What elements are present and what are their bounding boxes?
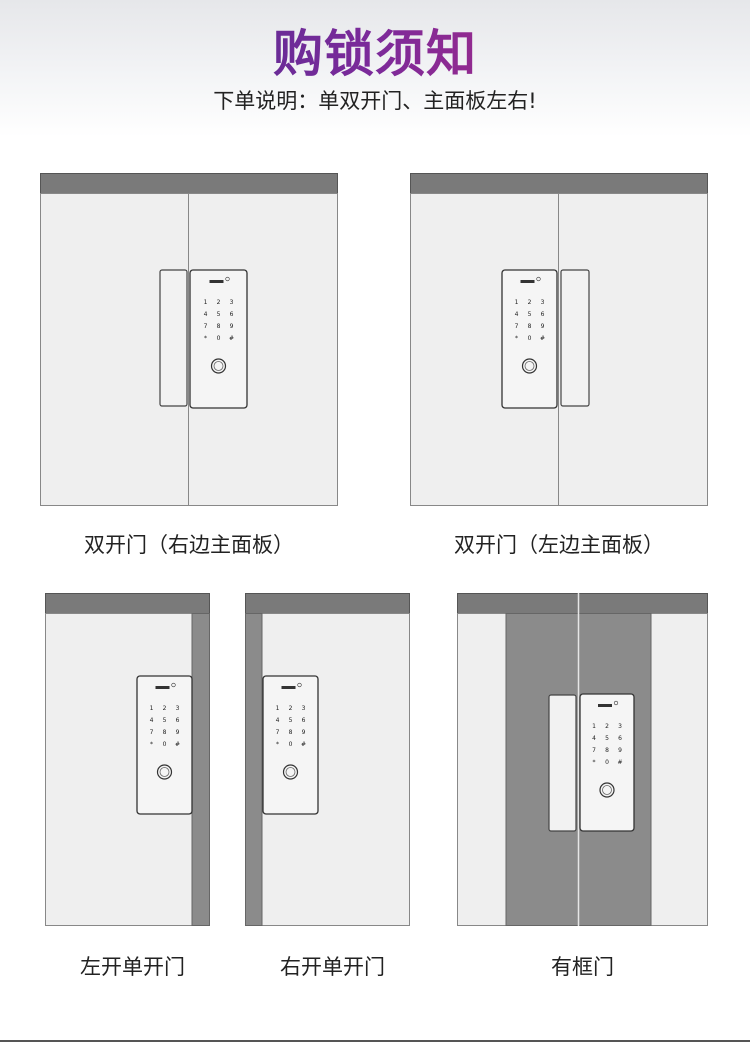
fingerprint-icon	[602, 785, 612, 795]
page-title: 购锁须知	[0, 24, 750, 84]
lock-panel: 1 2 3 4 5 6 7 8 9 * 0 #	[136, 675, 193, 815]
keypad-key: 4	[276, 717, 280, 724]
caption-single-left: 左开单开门	[80, 955, 185, 979]
keypad-key: 4	[515, 311, 519, 318]
keypad-key: 7	[515, 323, 519, 330]
keypad-key: 0	[289, 741, 293, 748]
keypad-key: 8	[605, 747, 609, 754]
wifi-icon	[297, 682, 302, 688]
keypad-key: 0	[528, 335, 532, 342]
keypad-key: 2	[605, 723, 609, 730]
keypad-key: 5	[217, 311, 221, 318]
keypad-key: 9	[176, 729, 180, 736]
keypad-key: 5	[605, 735, 609, 742]
keypad-key: 7	[592, 747, 596, 754]
keypad-key: *	[150, 741, 153, 748]
keypad-key: *	[276, 741, 279, 748]
keypad-key: 6	[541, 311, 545, 318]
bottom-divider	[0, 1040, 750, 1042]
keypad-key: 7	[150, 729, 154, 736]
caption-single-right: 右开单开门	[280, 955, 385, 979]
keypad-key: 6	[302, 717, 306, 724]
fingerprint-icon	[524, 361, 535, 371]
keypad-key: 1	[150, 705, 154, 712]
keypad-key: 0	[217, 335, 221, 342]
keypad-key: 8	[163, 729, 167, 736]
keypad-key: 1	[592, 723, 596, 730]
lock-panel: 1 2 3 4 5 6 7 8 9 * 0 #	[579, 693, 635, 832]
fingerprint-icon	[213, 361, 224, 371]
keypad-key: #	[175, 741, 180, 748]
keypad-key: 2	[217, 299, 221, 306]
keypad-key: 9	[541, 323, 545, 330]
wifi-icon	[536, 276, 541, 282]
keypad-key: #	[540, 335, 545, 342]
keypad-key: 7	[204, 323, 208, 330]
wifi-icon	[613, 700, 619, 706]
keypad-key: 5	[163, 717, 167, 724]
keypad-key: 0	[163, 741, 167, 748]
keypad-key: 9	[302, 729, 306, 736]
fingerprint-icon	[285, 767, 296, 777]
keypad-key: #	[301, 741, 306, 748]
keypad-key: 2	[289, 705, 293, 712]
keypad-key: #	[229, 335, 234, 342]
keypad-key: 6	[618, 735, 622, 742]
diagram-framed: 1 2 3 4 5 6 7 8 9 * 0 #	[457, 593, 708, 926]
fingerprint-sensor	[521, 358, 538, 374]
keypad-key: 5	[289, 717, 293, 724]
lock-panel: 1 2 3 4 5 6 7 8 9 * 0 #	[189, 269, 248, 409]
fingerprint-sensor	[599, 782, 615, 798]
keypad-key: 6	[176, 717, 180, 724]
keypad-key: 9	[230, 323, 234, 330]
keypad-key: 4	[592, 735, 596, 742]
page-subtitle: 下单说明：单双开门、主面板左右!	[213, 89, 537, 113]
brand-logo	[598, 704, 612, 707]
diagram-single-right: 1 2 3 4 5 6 7 8 9 * 0 #	[245, 593, 410, 926]
keypad-key: 3	[541, 299, 545, 306]
fingerprint-sensor	[282, 764, 299, 780]
keypad-key: 3	[230, 299, 234, 306]
keypad-key: 6	[230, 311, 234, 318]
brand-logo	[209, 280, 224, 283]
keypad-key: 9	[618, 747, 622, 754]
brand-logo	[281, 686, 296, 689]
diagram-double-left: 1 2 3 4 5 6 7 8 9 * 0 #	[410, 173, 708, 506]
keypad-key: 3	[302, 705, 306, 712]
lock-panel: 1 2 3 4 5 6 7 8 9 * 0 #	[262, 675, 319, 815]
keypad-key: 4	[150, 717, 154, 724]
fingerprint-icon	[159, 767, 170, 777]
wifi-icon	[225, 276, 230, 282]
keypad-key: 3	[176, 705, 180, 712]
fingerprint-sensor	[210, 358, 227, 374]
diagram-single-left: 1 2 3 4 5 6 7 8 9 * 0 #	[45, 593, 210, 926]
keypad-key: 4	[204, 311, 208, 318]
keypad-key: 0	[605, 759, 609, 766]
keypad-key: 5	[528, 311, 532, 318]
keypad-key: 1	[515, 299, 519, 306]
keypad-key: 1	[204, 299, 208, 306]
keypad-key: 8	[217, 323, 221, 330]
lock-panel: 1 2 3 4 5 6 7 8 9 * 0 #	[501, 269, 558, 409]
diagram-double-right: 1 2 3 4 5 6 7 8 9 * 0 #	[40, 173, 338, 506]
keypad-key: *	[204, 335, 207, 342]
keypad-key: #	[617, 759, 622, 766]
keypad-key: *	[515, 335, 518, 342]
caption-double-left: 双开门（左边主面板）	[454, 533, 664, 557]
keypad-key: 8	[289, 729, 293, 736]
caption-double-right: 双开门（右边主面板）	[84, 533, 294, 557]
keypad-key: 1	[276, 705, 280, 712]
brand-logo	[155, 686, 170, 689]
keypad-key: 7	[276, 729, 280, 736]
keypad-key: 8	[528, 323, 532, 330]
keypad-key: 3	[618, 723, 622, 730]
wifi-icon	[171, 682, 176, 688]
fingerprint-sensor	[156, 764, 173, 780]
keypad-key: 2	[163, 705, 167, 712]
keypad-key: *	[593, 759, 596, 766]
keypad-key: 2	[528, 299, 532, 306]
brand-logo	[520, 280, 535, 283]
caption-framed: 有框门	[551, 955, 614, 979]
header-banner: 购锁须知 下单说明：单双开门、主面板左右!	[0, 0, 750, 137]
